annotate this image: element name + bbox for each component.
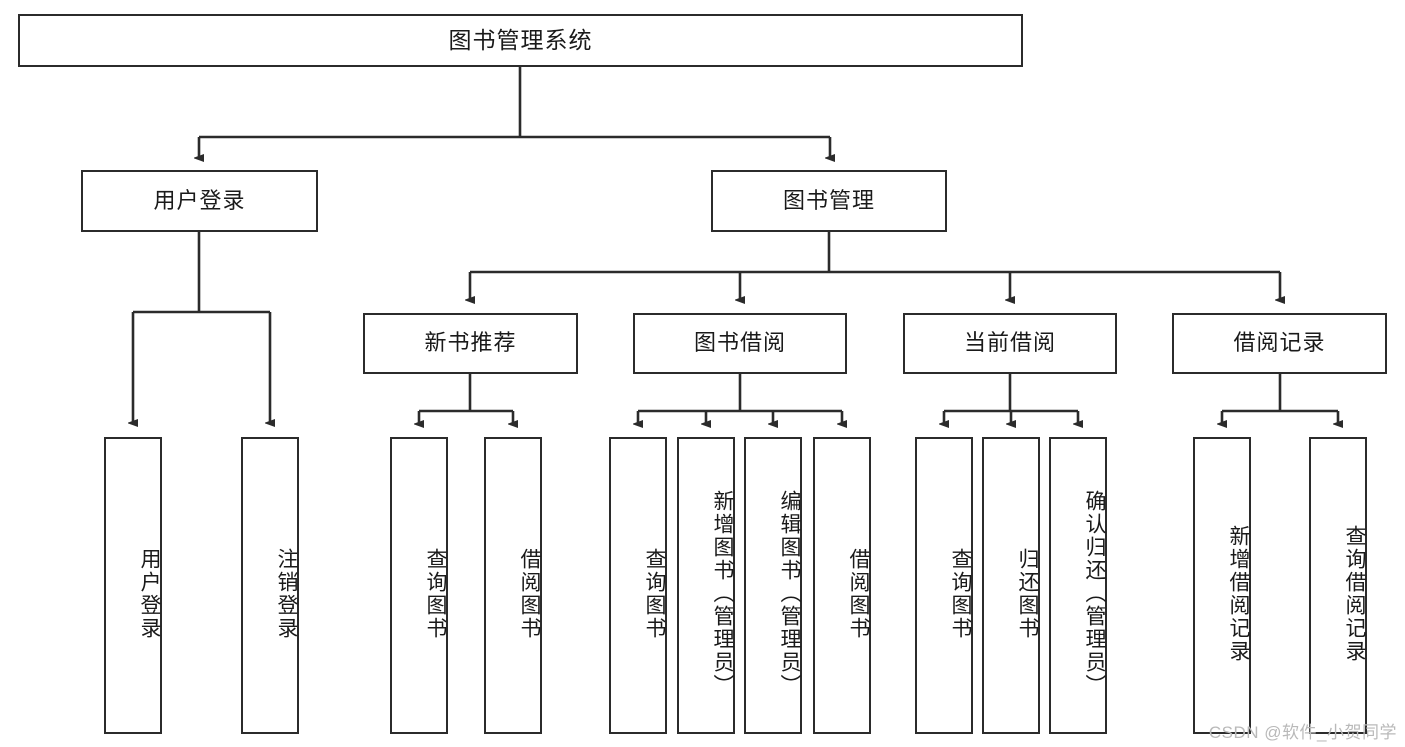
node-label: 借阅图书 xyxy=(518,547,541,640)
node-label: 用户登录 xyxy=(153,187,246,213)
node-label: 新书推荐 xyxy=(424,330,517,356)
node-label: 图书管理系统 xyxy=(448,26,593,53)
leaf-borrow-edit-book-admin[interactable]: 编辑图书（管理员） xyxy=(744,437,802,734)
leaf-current-confirm-return-admin[interactable]: 确认归还（管理员） xyxy=(1049,437,1107,734)
leaf-record-query-record[interactable]: 查询借阅记录 xyxy=(1309,437,1367,734)
leaf-recommend-query-book[interactable]: 查询图书 xyxy=(390,437,448,734)
leaf-recommend-borrow-book[interactable]: 借阅图书 xyxy=(484,437,542,734)
node-label: 新增图书（管理员） xyxy=(711,490,734,697)
watermark: CSDN @软件_小贺同学 xyxy=(1208,723,1397,742)
leaf-borrow-query-book[interactable]: 查询图书 xyxy=(609,437,667,734)
node-label: 确认归还（管理员） xyxy=(1083,490,1106,697)
node-root-system[interactable]: 图书管理系统 xyxy=(18,14,1023,67)
node-label: 查询借阅记录 xyxy=(1343,524,1366,663)
node-user-login[interactable]: 用户登录 xyxy=(81,170,318,232)
leaf-user-login-signout[interactable]: 注销登录 xyxy=(241,437,299,734)
node-label: 借阅图书 xyxy=(847,547,870,640)
node-label: 归还图书 xyxy=(1016,547,1039,640)
node-label: 图书借阅 xyxy=(693,330,786,356)
leaf-borrow-add-book-admin[interactable]: 新增图书（管理员） xyxy=(677,437,735,734)
node-label: 图书管理 xyxy=(782,187,875,213)
node-book-management[interactable]: 图书管理 xyxy=(711,170,947,232)
node-label: 新增借阅记录 xyxy=(1227,524,1250,663)
node-label: 用户登录 xyxy=(138,547,161,640)
node-label: 查询图书 xyxy=(424,547,447,640)
leaf-borrow-borrow-book[interactable]: 借阅图书 xyxy=(813,437,871,734)
node-label: 借阅记录 xyxy=(1233,330,1326,356)
leaf-user-login-signin[interactable]: 用户登录 xyxy=(104,437,162,734)
node-borrow-record[interactable]: 借阅记录 xyxy=(1172,313,1387,374)
leaf-current-query-book[interactable]: 查询图书 xyxy=(915,437,973,734)
node-label: 当前借阅 xyxy=(963,330,1056,356)
node-current-borrow[interactable]: 当前借阅 xyxy=(903,313,1117,374)
node-label: 查询图书 xyxy=(949,547,972,640)
node-new-book-recommend[interactable]: 新书推荐 xyxy=(363,313,578,374)
node-label: 查询图书 xyxy=(643,547,666,640)
leaf-current-return-book[interactable]: 归还图书 xyxy=(982,437,1040,734)
node-label: 注销登录 xyxy=(275,547,298,640)
node-label: 编辑图书（管理员） xyxy=(778,490,801,697)
leaf-record-add-record[interactable]: 新增借阅记录 xyxy=(1193,437,1251,734)
node-book-borrow[interactable]: 图书借阅 xyxy=(633,313,847,374)
